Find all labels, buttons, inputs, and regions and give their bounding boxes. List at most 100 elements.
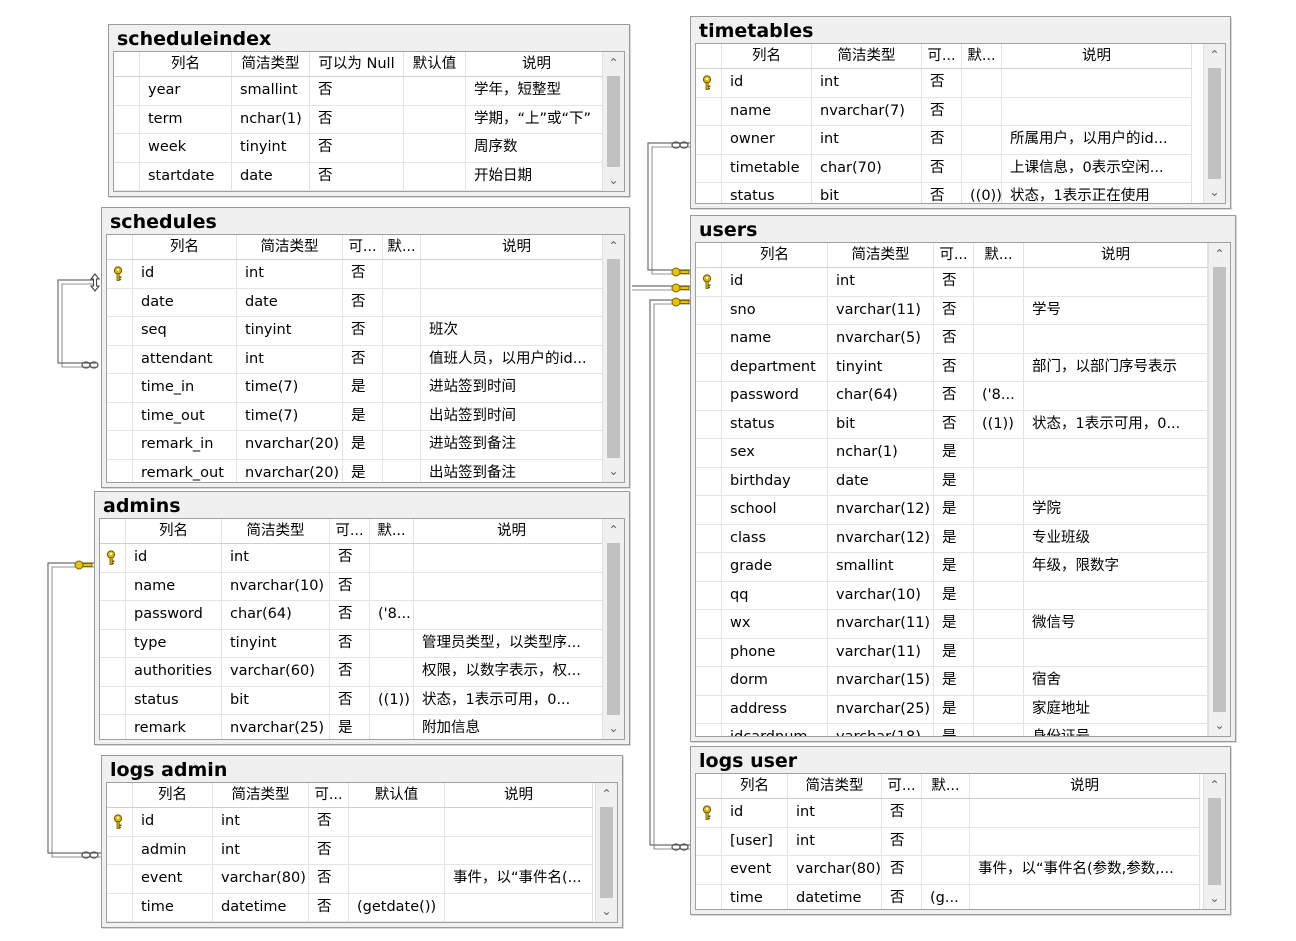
nullable-cell[interactable]: 否 bbox=[330, 686, 370, 714]
row-selector[interactable] bbox=[107, 374, 133, 402]
column-name-cell[interactable]: year bbox=[140, 77, 232, 105]
type-cell[interactable]: nvarchar(10) bbox=[222, 572, 330, 600]
chevron-down-icon[interactable]: ⌄ bbox=[608, 464, 619, 478]
row-selector[interactable] bbox=[100, 658, 126, 686]
type-cell[interactable]: int bbox=[812, 69, 922, 97]
row-selector[interactable] bbox=[696, 856, 722, 884]
nullable-cell[interactable]: 否 bbox=[922, 97, 962, 125]
chevron-up-icon[interactable]: ⌃ bbox=[601, 787, 612, 801]
description-cell[interactable]: 所属用户，以用户的id... bbox=[1002, 126, 1192, 154]
type-cell[interactable]: time(7) bbox=[237, 402, 343, 430]
type-cell[interactable]: varchar(18) bbox=[828, 724, 934, 736]
default-cell[interactable] bbox=[974, 496, 1024, 524]
scrollbar-thumb[interactable] bbox=[1208, 798, 1221, 885]
column-name-cell[interactable]: id bbox=[722, 69, 812, 97]
default-cell[interactable] bbox=[962, 69, 1002, 97]
default-cell[interactable] bbox=[404, 162, 466, 190]
type-cell[interactable]: time(7) bbox=[237, 374, 343, 402]
vertical-scrollbar[interactable]: ⌃⌄ bbox=[1208, 243, 1230, 736]
description-cell[interactable]: 附加信息 bbox=[414, 715, 610, 739]
vertical-scrollbar[interactable]: ⌃⌄ bbox=[602, 235, 624, 482]
default-cell[interactable] bbox=[922, 799, 970, 827]
nullable-cell[interactable]: 否 bbox=[922, 69, 962, 97]
chevron-up-icon[interactable]: ⌃ bbox=[608, 239, 619, 253]
type-cell[interactable]: nvarchar(25) bbox=[828, 695, 934, 723]
scrollbar-thumb[interactable] bbox=[1208, 68, 1221, 179]
column-name-cell[interactable]: attendant bbox=[133, 345, 237, 373]
column-name-cell[interactable]: idcardnum bbox=[722, 724, 828, 736]
description-cell[interactable]: 状态，1表示可用，0... bbox=[1024, 410, 1208, 438]
column-name-cell[interactable]: time bbox=[722, 884, 788, 909]
type-cell[interactable]: nvarchar(25) bbox=[222, 715, 330, 739]
description-cell[interactable]: 状态，1表示可用，0... bbox=[414, 686, 610, 714]
header-description[interactable]: 说明 bbox=[1002, 44, 1192, 68]
header-description[interactable]: 说明 bbox=[970, 774, 1200, 798]
description-cell[interactable]: 宿舍 bbox=[1024, 667, 1208, 695]
nullable-cell[interactable]: 否 bbox=[343, 345, 383, 373]
default-cell[interactable] bbox=[974, 268, 1024, 296]
description-cell[interactable]: 专业班级 bbox=[1024, 524, 1208, 552]
nullable-cell[interactable]: 否 bbox=[310, 77, 404, 105]
nullable-cell[interactable]: 否 bbox=[922, 126, 962, 154]
default-cell[interactable]: ((0)) bbox=[962, 183, 1002, 203]
column-name-cell[interactable]: address bbox=[722, 695, 828, 723]
header-nullable[interactable]: 可以为 Null bbox=[310, 52, 404, 76]
description-cell[interactable] bbox=[414, 544, 610, 572]
nullable-cell[interactable]: 是 bbox=[343, 374, 383, 402]
type-cell[interactable]: varchar(10) bbox=[828, 581, 934, 609]
default-cell[interactable] bbox=[370, 544, 414, 572]
header-description[interactable]: 说明 bbox=[466, 52, 608, 76]
nullable-cell[interactable]: 否 bbox=[934, 410, 974, 438]
description-cell[interactable]: 出站签到时间 bbox=[421, 402, 613, 430]
scrollbar-thumb[interactable] bbox=[607, 259, 620, 458]
row-selector[interactable] bbox=[100, 715, 126, 739]
header-nullable[interactable]: 可... bbox=[882, 774, 922, 798]
nullable-cell[interactable]: 否 bbox=[343, 288, 383, 316]
row-selector[interactable] bbox=[107, 402, 133, 430]
type-cell[interactable]: varchar(11) bbox=[828, 638, 934, 666]
header-nullable[interactable]: 可... bbox=[330, 519, 370, 543]
default-cell[interactable] bbox=[370, 658, 414, 686]
header-column-name[interactable]: 列名 bbox=[722, 774, 788, 798]
row-selector[interactable] bbox=[696, 695, 722, 723]
chevron-down-icon[interactable]: ⌄ bbox=[608, 173, 619, 187]
column-name-cell[interactable]: remark bbox=[126, 715, 222, 739]
default-cell[interactable]: (getdate()) bbox=[349, 893, 445, 921]
nullable-cell[interactable]: 是 bbox=[934, 638, 974, 666]
column-name-cell[interactable]: grade bbox=[722, 553, 828, 581]
default-cell[interactable] bbox=[974, 439, 1024, 467]
column-name-cell[interactable]: timetable bbox=[722, 154, 812, 182]
type-cell[interactable]: int bbox=[788, 799, 882, 827]
nullable-cell[interactable]: 是 bbox=[330, 715, 370, 739]
row-selector[interactable] bbox=[114, 77, 140, 105]
default-cell[interactable] bbox=[962, 97, 1002, 125]
nullable-cell[interactable]: 是 bbox=[934, 496, 974, 524]
type-cell[interactable]: nvarchar(20) bbox=[237, 431, 343, 459]
nullable-cell[interactable]: 否 bbox=[309, 808, 349, 836]
header-description[interactable]: 说明 bbox=[445, 783, 593, 807]
table-title[interactable]: scheduleindex bbox=[117, 28, 272, 50]
row-selector[interactable] bbox=[696, 496, 722, 524]
type-cell[interactable]: datetime bbox=[788, 884, 882, 909]
row-selector[interactable] bbox=[107, 865, 133, 893]
row-selector[interactable] bbox=[100, 601, 126, 629]
